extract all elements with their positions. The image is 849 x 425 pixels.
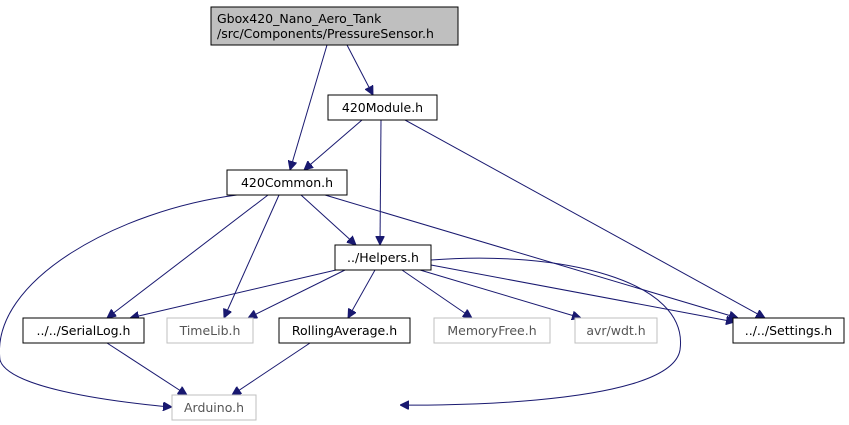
node-module[interactable]: 420Module.h: [327, 94, 438, 121]
edge-helpers-to-timelib: [248, 269, 346, 318]
node-label: Arduino.h: [184, 400, 244, 415]
node-box: [732, 317, 845, 344]
node-label: Gbox420_Nano_Aero_Tank: [217, 11, 382, 26]
edge-helpers-to-arduino: [400, 257, 681, 405]
edge-common-to-seriallog: [107, 194, 269, 318]
node-box: [22, 317, 145, 344]
node-seriallog[interactable]: ../../SerialLog.h: [22, 317, 145, 344]
node-box: [166, 317, 254, 344]
edge-rolling-to-arduino: [232, 342, 311, 395]
node-box: [334, 244, 432, 271]
edge-root-to-common: [290, 44, 328, 170]
node-box: [226, 169, 348, 196]
node-box: [278, 317, 411, 344]
node-arduino: Arduino.h: [171, 394, 257, 421]
node-label: avr/wdt.h: [586, 323, 645, 338]
edge-helpers-to-seriallog: [130, 269, 337, 318]
node-helpers[interactable]: ../Helpers.h: [334, 244, 432, 271]
node-label: 420Module.h: [342, 100, 423, 115]
node-box: [327, 94, 438, 121]
node-label: ../../SerialLog.h: [37, 323, 131, 338]
node-timelib: TimeLib.h: [166, 317, 254, 344]
edge-module-to-common: [304, 119, 363, 170]
edge-helpers-to-wdt: [419, 269, 581, 318]
edges-layer: [0, 44, 765, 407]
edge-seriallog-to-arduino: [106, 342, 187, 395]
node-label: RollingAverage.h: [292, 323, 397, 338]
node-label: MemoryFree.h: [447, 323, 536, 338]
node-box: [210, 6, 459, 46]
node-label: ../Helpers.h: [347, 250, 419, 265]
edge-helpers-to-memfree: [401, 269, 472, 318]
node-label: /src/Components/PressureSensor.h: [217, 26, 434, 41]
node-rolling[interactable]: RollingAverage.h: [278, 317, 411, 344]
edge-module-to-helpers: [380, 119, 381, 245]
node-settings[interactable]: ../../Settings.h: [732, 317, 845, 344]
node-memfree: MemoryFree.h: [433, 317, 551, 344]
node-box: [433, 317, 551, 344]
edge-common-to-settings: [324, 194, 738, 318]
node-box: [574, 317, 658, 344]
node-label: 420Common.h: [241, 175, 333, 190]
edge-common-to-timelib: [224, 194, 280, 318]
edge-helpers-to-rolling: [348, 269, 376, 318]
edge-module-to-settings: [404, 119, 765, 318]
edge-root-to-module: [346, 44, 373, 95]
node-wdt: avr/wdt.h: [574, 317, 658, 344]
node-box: [171, 394, 257, 421]
nodes-layer: Gbox420_Nano_Aero_Tank/src/Components/Pr…: [22, 6, 845, 421]
node-label: ../../Settings.h: [745, 323, 832, 338]
edge-helpers-to-settings: [430, 264, 735, 322]
edge-common-to-arduino: [0, 194, 238, 407]
node-root[interactable]: Gbox420_Nano_Aero_Tank/src/Components/Pr…: [210, 6, 459, 46]
node-label: TimeLib.h: [179, 323, 241, 338]
node-common[interactable]: 420Common.h: [226, 169, 348, 196]
edge-common-to-helpers: [300, 194, 356, 245]
